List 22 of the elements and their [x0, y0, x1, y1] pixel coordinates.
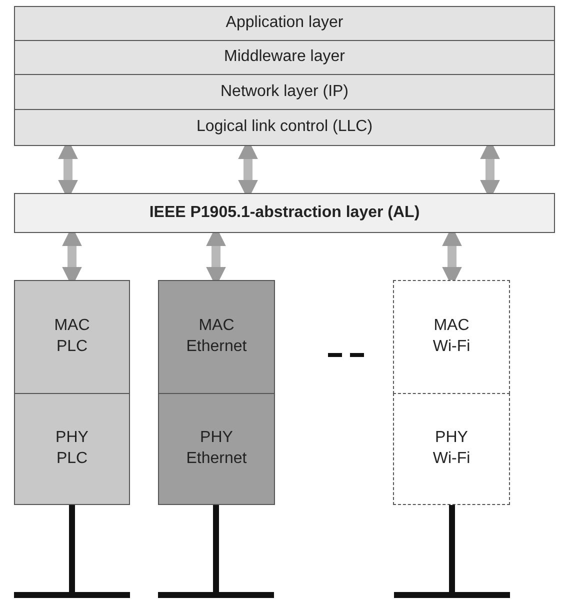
layer-box — [14, 40, 555, 75]
layer-label: PHY Wi-Fi — [432, 428, 472, 469]
layer-box — [14, 280, 130, 394]
layer-box — [158, 280, 275, 394]
layer-label: Logical link control (LLC) — [196, 117, 373, 138]
layer-box — [393, 393, 510, 505]
layer-box — [158, 393, 275, 505]
layer-box — [14, 109, 555, 146]
layer-label: MAC Wi-Fi — [432, 316, 472, 357]
layer-box — [14, 393, 130, 505]
layer-label: MAC PLC — [53, 316, 91, 357]
layer-label: MAC Ethernet — [185, 316, 248, 357]
layer-label: Network layer (IP) — [220, 82, 349, 102]
layer-label: Application layer — [226, 13, 344, 34]
layer-box — [14, 74, 555, 110]
layer-label: IEEE P1905.1-abstraction layer (AL) — [149, 202, 420, 223]
layer-label: PHY Ethernet — [185, 428, 248, 469]
layer-label: Middleware layer — [224, 47, 345, 68]
layer-box — [14, 193, 555, 233]
layer-box — [14, 6, 555, 41]
layer-box — [393, 280, 510, 394]
layer-label: PHY PLC — [54, 428, 90, 469]
